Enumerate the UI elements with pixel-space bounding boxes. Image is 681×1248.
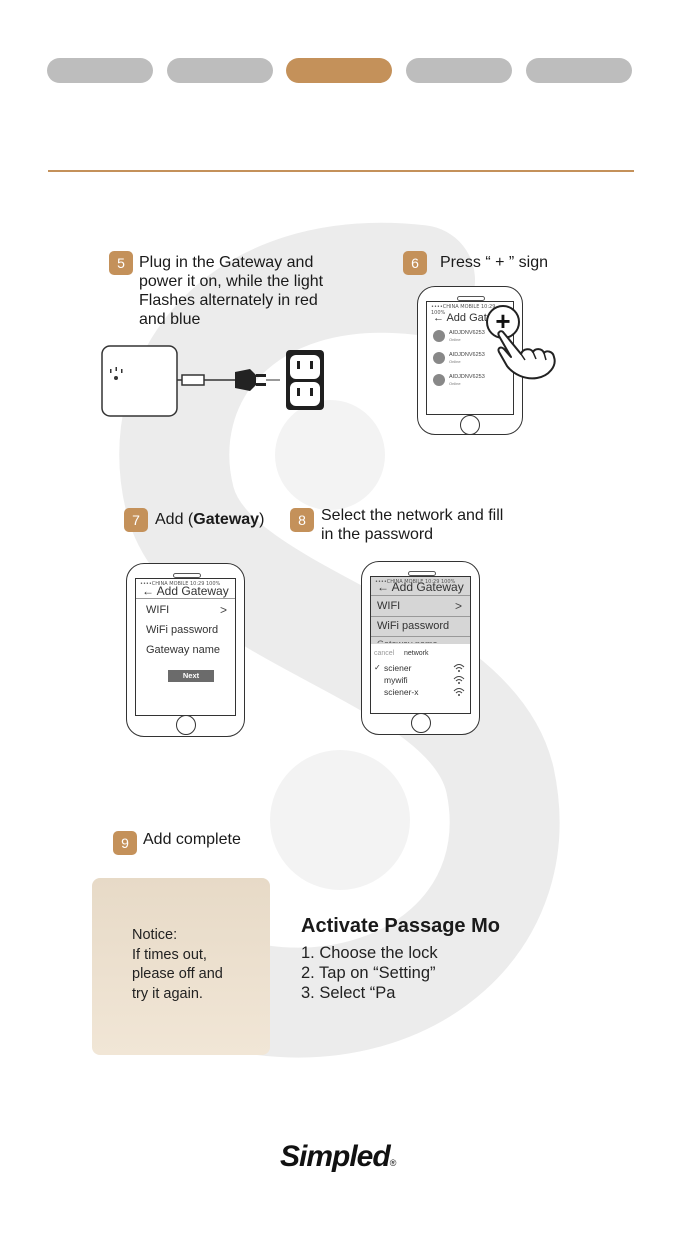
step-9-text: Add complete [143, 831, 241, 848]
network-item[interactable]: sciener [384, 663, 412, 673]
step-5-text: Plug in the Gateway and power it on, whi… [139, 254, 324, 328]
gateway-name-row: Gateway name [377, 639, 438, 643]
progress-step-3-active [286, 58, 392, 83]
wifi-password-row[interactable]: WiFi password [146, 624, 219, 636]
chevron-right-icon: > [454, 599, 462, 613]
lock-icon [433, 330, 445, 342]
pointing-hand-icon [497, 330, 556, 380]
passage-mode-steps: 1. Choose the lock 2. Tap on “Setting” 3… [301, 944, 438, 1002]
checkmark-icon: ✓ [374, 663, 381, 672]
step-9-badge: 9 [113, 831, 137, 855]
screen-title: ← Add Gateway [142, 584, 229, 598]
step-6-badge: 6 [403, 251, 427, 275]
wifi-signal-icon [453, 664, 465, 696]
lock-icon [433, 374, 445, 386]
wifi-row[interactable]: WIFI [377, 600, 401, 612]
progress-step-1 [47, 58, 153, 83]
usb-connector [181, 374, 205, 386]
lock-icon [433, 352, 445, 364]
step-8-badge: 8 [290, 508, 314, 532]
chevron-right-icon: > [219, 603, 227, 617]
network-item[interactable]: mywifi [384, 675, 408, 685]
divider-line [48, 170, 634, 172]
screen-title: ← Add Gateway [377, 580, 464, 594]
phone-step-7: ••••CHINA MOBILE 10:29 100% ← Add Gatewa… [126, 563, 245, 737]
simpled-logo: Simpled® [280, 1140, 397, 1173]
step-7-badge: 7 [124, 508, 148, 532]
gateway-led-icon [110, 367, 123, 380]
step-5-badge: 5 [109, 251, 133, 275]
wifi-row[interactable]: WIFI [146, 604, 170, 616]
gateway-plug-illustration [101, 345, 324, 417]
power-adapter-icon [235, 369, 256, 391]
progress-step-4 [406, 58, 512, 83]
step-8-text: Select the network and fill in the passw… [321, 507, 504, 543]
gateway-device [101, 345, 178, 417]
progress-step-5 [526, 58, 632, 83]
step-7-text: Add (Gateway) [155, 511, 265, 528]
watermark-logo [119, 222, 560, 1058]
phone-step-8: ••••CHINA MOBILE 10:29 100% ← Add Gatewa… [361, 561, 480, 735]
notice-box: Notice: If times out, please off and try… [92, 878, 270, 1055]
network-title: network [404, 650, 429, 657]
next-button[interactable]: Next [168, 670, 214, 682]
wifi-password-row[interactable]: WiFi password [377, 620, 450, 632]
network-item[interactable]: sciener-x [384, 687, 419, 697]
cancel-link[interactable]: cancel [374, 650, 395, 657]
gateway-name-row[interactable]: Gateway name [146, 644, 220, 656]
passage-mode-title: Activate Passage Mo [301, 915, 500, 937]
progress-step-2 [167, 58, 273, 83]
step-6-text: Press “ + ” sign [440, 254, 549, 271]
